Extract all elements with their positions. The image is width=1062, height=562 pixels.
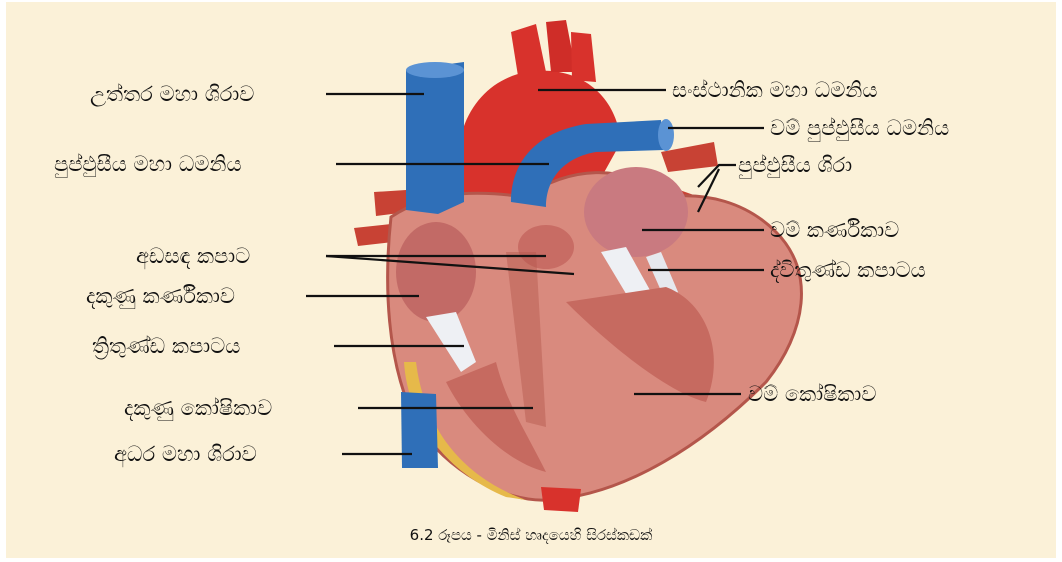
inferior-vena-cava xyxy=(401,392,438,468)
label-superior-vena-cava: උත්තර මහා ශිරාව xyxy=(90,82,254,106)
svc-opening xyxy=(406,62,464,78)
right-pulmonary-vein-lower xyxy=(354,224,393,246)
label-left-atrium: වම් කර්ණිකාව xyxy=(770,218,899,242)
aorta-branch-3 xyxy=(571,32,596,82)
pulmonary-artery-opening xyxy=(658,119,674,151)
superior-vena-cava xyxy=(406,62,464,214)
line-pulmonary-veins-upper xyxy=(698,165,736,187)
heart-figure: උත්තර මහා ශිරාව සංස්ථානික මහා ධමනිය වම් … xyxy=(6,2,1056,558)
descending-aorta xyxy=(541,487,581,512)
label-tricuspid-valve: ත්‍රිතුණ්ඩ කපාටය xyxy=(92,334,240,358)
label-bicuspid-valve: ද්විතුණ්ඩ කපාටය xyxy=(770,258,926,282)
label-pulmonary-veins: පුප්ඵුසීය ශිරා xyxy=(738,153,852,177)
label-pulmonary-trunk: පුප්ඵුසීය මහා ධමනිය xyxy=(54,152,242,176)
label-inferior-vena-cava: අධර මහා ශිරාව xyxy=(114,442,257,466)
right-atrium-chamber xyxy=(396,222,476,322)
label-semilunar-valves: අඩසඳ කපාට xyxy=(136,244,250,268)
label-aorta: සංස්ථානික මහා ධමනිය xyxy=(672,78,877,102)
figure-caption: 6.2 රූපය - මිනිස් හෘදයෙහි සිරස්කඩක් xyxy=(6,526,1056,544)
label-right-atrium: දකුණු කර්ණිකාව xyxy=(86,284,235,308)
left-atrium-chamber xyxy=(584,167,688,257)
label-right-ventricle: දකුණු කෝෂිකාව xyxy=(124,396,272,420)
label-left-ventricle: වම් කෝෂිකාව xyxy=(748,382,876,406)
label-left-pulmonary-artery: වම් පුප්ඵුසීය ධමනිය xyxy=(770,116,949,140)
aorta-branch-1 xyxy=(511,24,546,76)
